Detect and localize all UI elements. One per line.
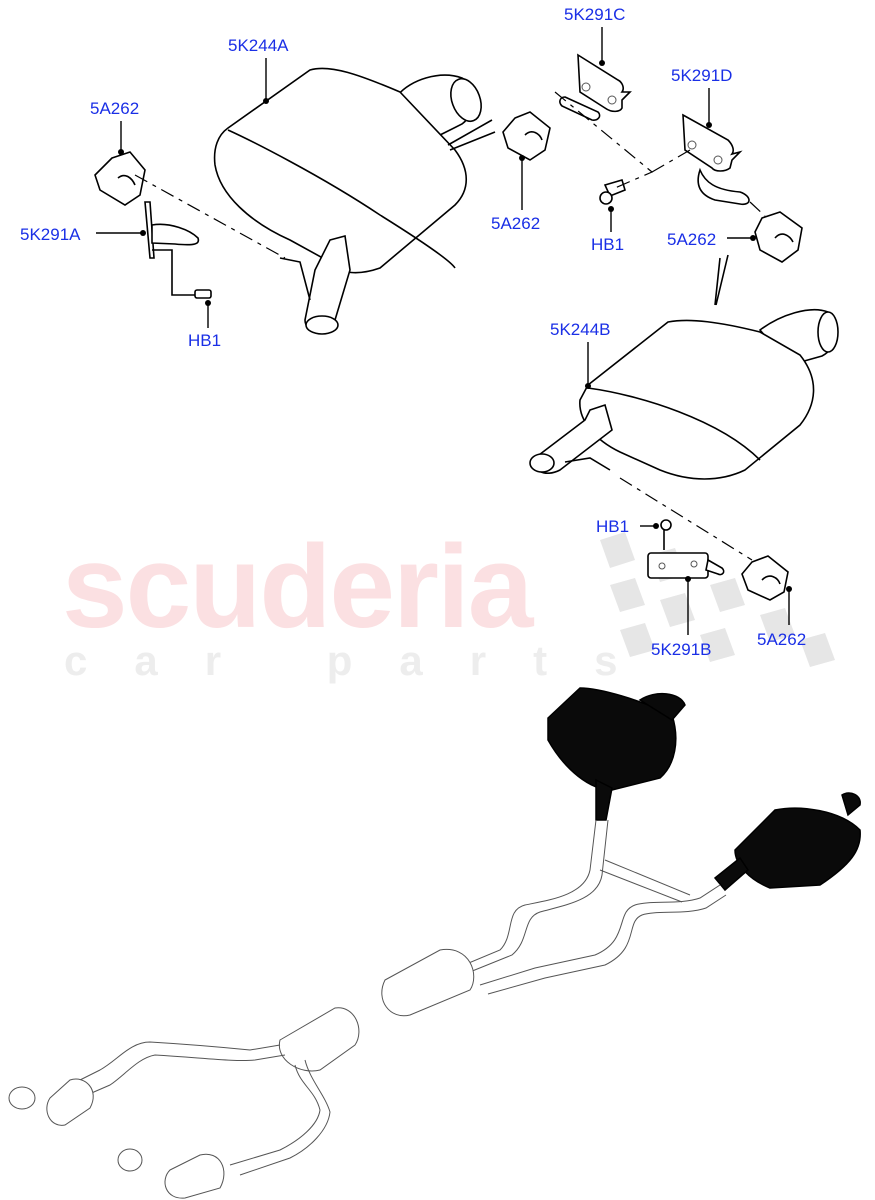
insulator-5a262-left[interactable] <box>94 151 146 206</box>
watermark-scuderia: scuderia <box>62 521 533 653</box>
insulator-5a262-right-top[interactable] <box>754 211 803 263</box>
bracket-5k291a[interactable] <box>144 201 212 299</box>
silencer-5k244b[interactable] <box>529 308 839 480</box>
leader-lines <box>96 27 792 635</box>
callout-5a262-bottom[interactable]: 5A262 <box>757 630 807 649</box>
callout-hb1-left[interactable]: HB1 <box>188 331 222 350</box>
overview-catalyst-2 <box>164 1153 225 1199</box>
callout-5a262-middle[interactable]: 5A262 <box>491 214 541 233</box>
callout-5k291a[interactable]: 5K291A <box>20 225 81 244</box>
watermark-car-parts: car parts <box>64 637 665 684</box>
callout-hb1-bottom[interactable]: HB1 <box>596 517 630 536</box>
overview-resonator <box>381 949 475 1017</box>
bolt-hb1-middle[interactable] <box>599 179 626 205</box>
callout-5k291d[interactable]: 5K291D <box>671 66 733 85</box>
callout-5k244b[interactable]: 5K244B <box>550 320 611 339</box>
silencer-5k244a[interactable] <box>213 67 487 335</box>
bracket-5k291d[interactable] <box>682 113 750 206</box>
callout-hb1-middle[interactable]: HB1 <box>591 235 625 254</box>
callout-5a262-left[interactable]: 5A262 <box>90 99 140 118</box>
bracket-5k291c[interactable] <box>559 53 632 121</box>
callout-5k244a[interactable]: 5K244A <box>228 36 289 55</box>
insulator-5a262-middle[interactable] <box>502 111 551 161</box>
bolt-hb1-bottom[interactable] <box>660 519 672 550</box>
bracket-5k291b[interactable] <box>647 552 725 579</box>
checkered-flag-watermark <box>600 532 835 667</box>
callout-5k291c[interactable]: 5K291C <box>564 5 626 24</box>
overview-silencer-lh <box>547 687 677 791</box>
callout-5k291b[interactable]: 5K291B <box>651 640 712 659</box>
callout-5a262-right-top[interactable]: 5A262 <box>667 230 717 249</box>
insulator-5a262-bottom[interactable] <box>741 555 789 601</box>
overview-silencer-rh <box>734 807 861 889</box>
overview-catalyst-1 <box>46 1078 94 1126</box>
exhaust-system-overview <box>8 687 861 1199</box>
